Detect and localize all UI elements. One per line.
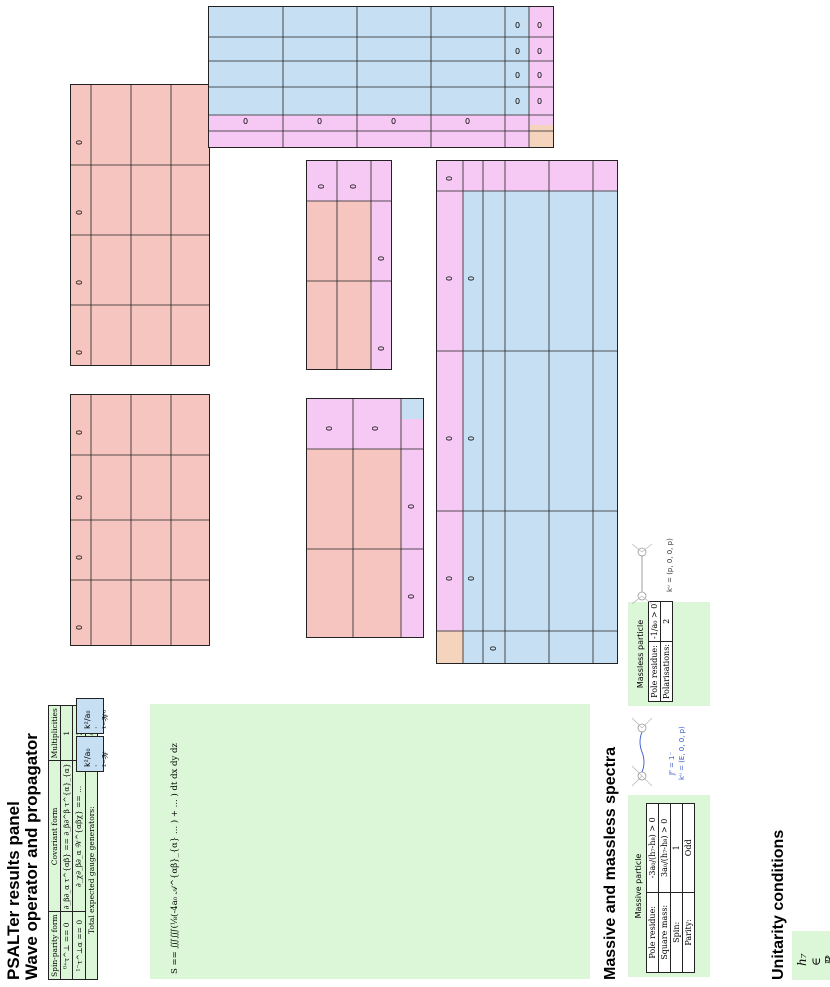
massive-diagram-k: kᵘ = (E, 0, 0, p)	[678, 726, 686, 780]
massless-pole-label: Pole residue:	[648, 641, 661, 702]
title-heading: PSALTer results panel	[4, 801, 23, 980]
massive-mass-value: 3a₀/(h₇-h₈) > 0	[658, 803, 671, 893]
cell: 0	[407, 593, 416, 599]
cell: 0	[349, 183, 358, 189]
cell: 0	[515, 47, 521, 56]
constraint-cov: ∂_χ∂_β∂_α 𝒲^{αβχ} == ...	[72, 760, 86, 912]
cell: 0	[317, 117, 323, 126]
massless-pole-value: -1/a₀ > 0	[648, 601, 661, 642]
cell: 0	[377, 345, 386, 351]
massive-title: Massive particle	[634, 853, 643, 919]
cell: 0	[75, 554, 84, 560]
source-constraints-table: Spin-parity form Covariant form Multipli…	[48, 705, 98, 980]
constraint-cov: ∂_β∂_α τ^{αβ} == ∂_β∂^β τ^{α}_{α}	[60, 760, 73, 912]
cell: 0	[391, 117, 397, 126]
massive-parity-value: Odd	[682, 803, 695, 893]
massless-diagram-k: kᵘ = (p, 0, 0, p)	[666, 538, 674, 592]
cell: 0	[445, 575, 454, 581]
cell: 0	[75, 279, 84, 285]
cell: 0	[75, 494, 84, 500]
cell: 0	[515, 97, 521, 106]
small-block-2: k²/a₀ · ²⁻𝒲	[76, 736, 110, 772]
massive-parity-label: Parity:	[682, 892, 695, 973]
cell: 0	[75, 429, 84, 435]
massless-polarisations-value: 2	[660, 601, 673, 642]
cell: 0	[317, 183, 326, 189]
cell: 0	[445, 275, 454, 281]
unitarity-condition: h₇ ∈ ℝ && a₀ < 0 && h₇ < h₈	[792, 930, 830, 980]
cell: 0	[537, 21, 543, 30]
cell: 0	[75, 349, 84, 355]
col-covariant: Covariant form	[48, 760, 61, 912]
small-block-1-label: k²/a₀ · ¹⁻𝒲ᵅ	[83, 709, 110, 729]
cell: 0	[515, 71, 521, 80]
constraint-spin: ⁰⁺τ^⊥ == 0	[60, 911, 73, 980]
spin1-wave-operator-block: 0 0 0 0 0 0 0 0 0 0 0 0	[208, 6, 554, 148]
small-block-1: k²/a₀ · ¹⁻𝒲ᵅ	[76, 698, 110, 734]
massive-pole-label: Pole residue:	[646, 892, 659, 973]
action-expression: S == ∭∭(⅛(-4a₀ 𝒜^{αβ}_{α} ... ) + ... ) …	[170, 743, 180, 974]
cell: 0	[325, 425, 334, 431]
cell: 0	[75, 139, 84, 145]
cell: 0	[243, 117, 249, 126]
spectra-heading: Massive and massless spectra	[602, 746, 619, 980]
massive-mass-label: Square mass:	[658, 892, 671, 973]
massive-spin-label: Spin:	[670, 892, 683, 973]
constraint-mult: 1	[60, 705, 73, 761]
col-multiplicities: Multiplicities	[48, 705, 61, 761]
massive-spin-value: 1	[670, 803, 683, 893]
small-block-2-label: k²/a₀ · ²⁻𝒲	[83, 748, 110, 767]
massless-particle-box: Massless particle Pole residue:-1/a₀ > 0…	[628, 600, 710, 706]
cell: 0	[445, 175, 454, 181]
col-spin-parity: Spin-parity form	[48, 911, 61, 980]
action-panel: S == ∭∭(⅛(-4a₀ 𝒜^{αβ}_{α} ... ) + ... ) …	[150, 704, 590, 979]
cell: 0	[467, 435, 476, 441]
spin1-propagator-block: 0 0 0 0 0 0 0 0	[436, 160, 618, 664]
cell: 0	[445, 435, 454, 441]
massive-pole-value: -3a₀/(h₇-h₈) > 0	[646, 803, 659, 893]
massless-feynman-diagram	[631, 543, 653, 605]
cell: 0	[537, 71, 543, 80]
massive-diagram-figure-visible	[631, 717, 653, 787]
massless-title: Massless particle	[636, 619, 645, 689]
cell: 0	[465, 117, 471, 126]
spin0-propagator-block: 0 0 0 0	[70, 394, 210, 646]
cell: 0	[467, 275, 476, 281]
massive-particle-box: Massive particle Pole residue:-3a₀/(h₇-h…	[628, 795, 710, 977]
cell: 0	[467, 575, 476, 581]
cell: 0	[75, 624, 84, 630]
cell: 0	[537, 97, 543, 106]
wave-operator-heading: Wave operator and propagator	[22, 733, 41, 980]
massless-polarisations-label: Polarisations:	[660, 641, 673, 702]
unitarity-heading: Unitarity conditions	[770, 829, 787, 980]
cell: 0	[377, 255, 386, 261]
constraint-spin: ¹⁻τ^⊥α == 0	[72, 911, 86, 980]
cell: 0	[537, 47, 543, 56]
cell: 0	[75, 209, 84, 215]
spin2-propagator-block: 0 0 0 0	[306, 398, 424, 638]
cell: 0	[371, 425, 380, 431]
cell: 0	[515, 21, 521, 30]
massive-diagram-jp: Jᴾ = 1⁻	[668, 751, 676, 775]
spin2-wave-operator-block: 0 0 0 0	[306, 160, 392, 370]
cell: 0	[489, 645, 498, 651]
cell: 0	[407, 503, 416, 509]
total-label: Total expected gauge generators:	[85, 760, 98, 980]
spin0-wave-operator-block: 0 0 0 0	[70, 84, 210, 366]
